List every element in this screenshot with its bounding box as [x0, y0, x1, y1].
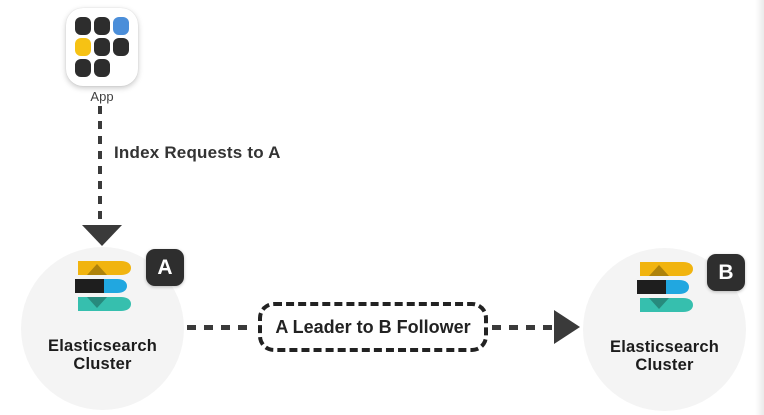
arrowhead-down-icon: [82, 225, 122, 246]
page-edge-shadow: [755, 0, 764, 415]
index-requests-dashed-line: [98, 106, 102, 226]
arrowhead-right-icon: [554, 310, 580, 344]
cluster-b-label: Elasticsearch Cluster: [610, 338, 719, 374]
cluster-a-badge: A: [146, 249, 184, 286]
app-grid-cell: [113, 17, 129, 35]
app-grid-cell: [113, 38, 129, 56]
app-grid-cell: [94, 38, 110, 56]
cluster-a-label-line1: Elasticsearch: [47, 337, 157, 355]
cluster-node-b: Elasticsearch Cluster: [583, 248, 746, 411]
app-grid-cell: [94, 17, 110, 35]
app-grid-cell: [75, 38, 91, 56]
app-grid-cell: [75, 59, 91, 77]
replication-dashed-line-left: [187, 325, 253, 330]
replication-label: A Leader to B Follower: [275, 316, 471, 337]
app-grid-cell: [94, 59, 110, 77]
cluster-a-label: Elasticsearch Cluster: [48, 337, 157, 373]
app-grid-cell: [75, 17, 91, 35]
elasticsearch-logo-icon: [636, 262, 693, 312]
cluster-a-label-line2: Cluster: [73, 355, 132, 373]
app-label: App: [90, 89, 114, 104]
cluster-b-badge: B: [707, 254, 745, 291]
cluster-b-label-line2: Cluster: [635, 356, 694, 374]
index-requests-label: Index Requests to A: [114, 143, 281, 162]
replication-dashed-line-right: [492, 325, 553, 330]
cluster-b-label-line1: Elasticsearch: [609, 338, 719, 356]
app-grid-icon: [66, 8, 138, 86]
elasticsearch-logo-icon: [74, 261, 131, 311]
replication-label-box: A Leader to B Follower: [258, 302, 488, 352]
